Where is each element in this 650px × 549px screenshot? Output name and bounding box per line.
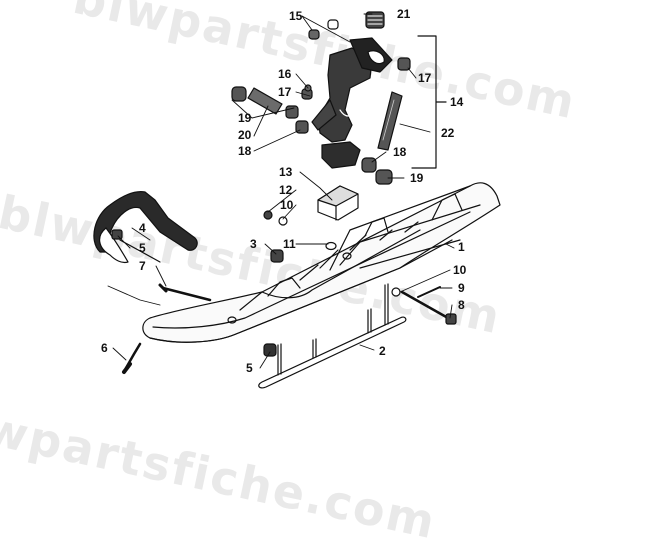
callout-19-left: 19 xyxy=(238,111,252,125)
diagram-artwork xyxy=(93,11,501,389)
callout-19-right: 19 xyxy=(410,171,424,185)
plate-22 xyxy=(377,91,403,151)
callout-1: 1 xyxy=(458,240,465,254)
callout-15: 15 xyxy=(289,9,303,23)
callout-14: 14 xyxy=(450,95,464,109)
callout-18-left: 18 xyxy=(238,144,252,158)
callout-12: 12 xyxy=(279,183,293,197)
parts-diagram: blwpartsfiche.com blwpartsfiche.com blwp… xyxy=(0,0,581,549)
bushing-17-right xyxy=(397,57,411,71)
washer-10-right xyxy=(391,287,401,297)
bolt-8 xyxy=(400,290,450,320)
spacer-block-13 xyxy=(317,185,359,221)
nut-3 xyxy=(270,249,284,263)
callout-10-right: 10 xyxy=(453,263,467,277)
callout-11: 11 xyxy=(283,237,296,251)
nut-12 xyxy=(263,210,273,220)
callout-16: 16 xyxy=(278,67,292,81)
callout-10-left: 10 xyxy=(280,198,294,212)
callout-8: 8 xyxy=(458,298,465,312)
ski-loop xyxy=(93,191,198,264)
bracket-14 xyxy=(411,35,447,169)
washer-10-left xyxy=(278,216,288,226)
callout-9: 9 xyxy=(458,281,465,295)
wear-bar xyxy=(258,283,407,389)
callout-4: 4 xyxy=(139,221,146,235)
callout-2: 2 xyxy=(379,344,386,358)
callout-20: 20 xyxy=(238,128,252,142)
washer-15 xyxy=(308,29,320,40)
callout-5-upper: 5 xyxy=(139,241,146,255)
callout-17-left: 17 xyxy=(278,85,292,99)
callout-3: 3 xyxy=(250,237,257,251)
callout-13: 13 xyxy=(279,165,293,179)
callout-18-right: 18 xyxy=(393,145,407,159)
bolt-21 xyxy=(365,11,385,29)
nut-5-lower xyxy=(263,343,277,357)
callout-5-lower: 5 xyxy=(246,361,253,375)
ski xyxy=(142,182,501,343)
callout-17-right: 17 xyxy=(418,71,432,85)
callout-6: 6 xyxy=(101,341,108,355)
bushing-19-right xyxy=(375,169,393,185)
callout-21: 21 xyxy=(397,7,411,21)
callout-22: 22 xyxy=(441,126,455,140)
pin-9 xyxy=(417,286,441,298)
leader-lines xyxy=(107,13,455,369)
nut-5-upper xyxy=(111,229,123,240)
callout-7: 7 xyxy=(139,259,146,273)
bushing-set-left xyxy=(231,86,313,134)
bolt-7 xyxy=(161,286,212,302)
spindle-assembly xyxy=(311,37,393,169)
